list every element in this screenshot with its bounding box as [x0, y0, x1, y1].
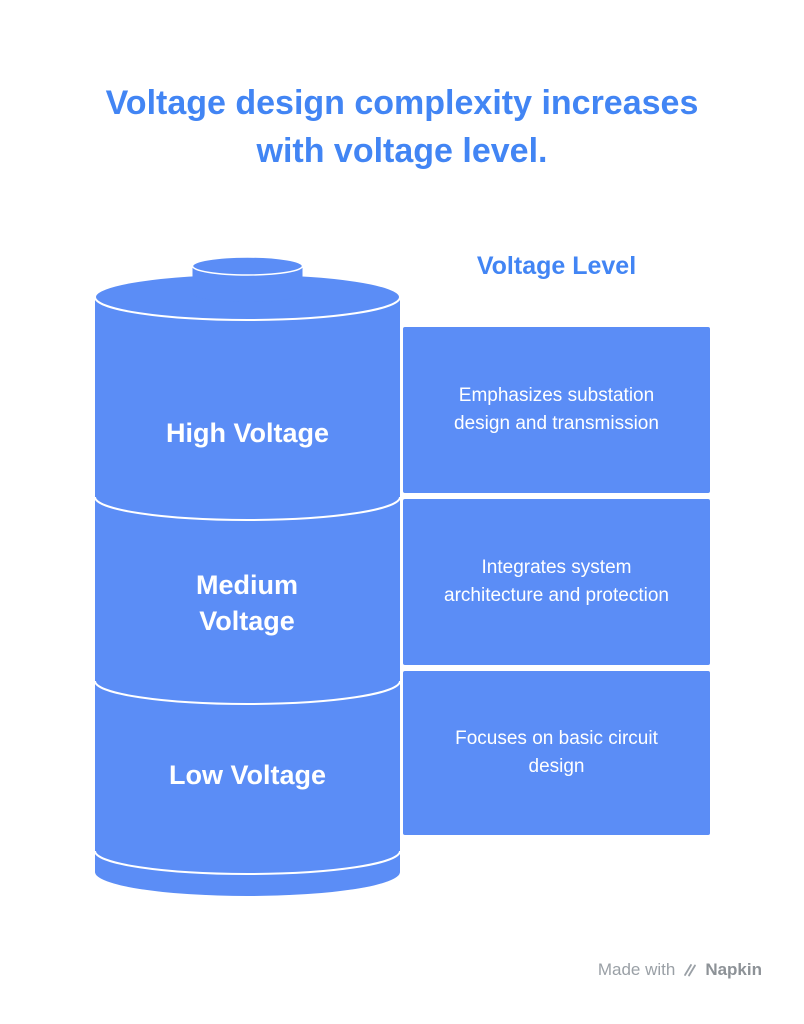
battery-divider-medium-low: [94, 680, 401, 705]
description-text-high: Emphasizes substation design and transmi…: [454, 384, 659, 435]
battery-segment-label-medium: Medium Voltage: [195, 569, 298, 636]
napkin-logo-icon: [682, 962, 698, 978]
description-box-high: Emphasizes substation design and transmi…: [403, 327, 710, 493]
description-box-medium: Integrates system architecture and prote…: [403, 499, 710, 665]
description-text-low: Focuses on basic circuit design: [455, 727, 658, 778]
battery-cap-body: [192, 266, 303, 302]
napkin-brand-label: Napkin: [705, 960, 762, 979]
column-header-voltage-level: Voltage Level: [476, 252, 637, 280]
battery-segment-label-low: Low Voltage: [168, 759, 326, 790]
battery-body: [95, 297, 400, 896]
attribution-footer: Made with Napkin: [598, 960, 762, 980]
battery-bottom-band: [94, 850, 401, 875]
page-title: Voltage design complexity increases with…: [105, 84, 699, 170]
description-text-medium: Integrates system architecture and prote…: [444, 556, 669, 607]
description-column: Emphasizes substation design and transmi…: [403, 327, 710, 835]
description-box-low: Focuses on basic circuit design: [403, 671, 710, 835]
battery-divider-high-medium: [94, 496, 401, 521]
battery-cap-top: [191, 256, 304, 276]
made-with-label: Made with: [597, 960, 676, 979]
battery-segment-label-high: High Voltage: [165, 417, 329, 448]
battery-illustration: [94, 256, 401, 896]
